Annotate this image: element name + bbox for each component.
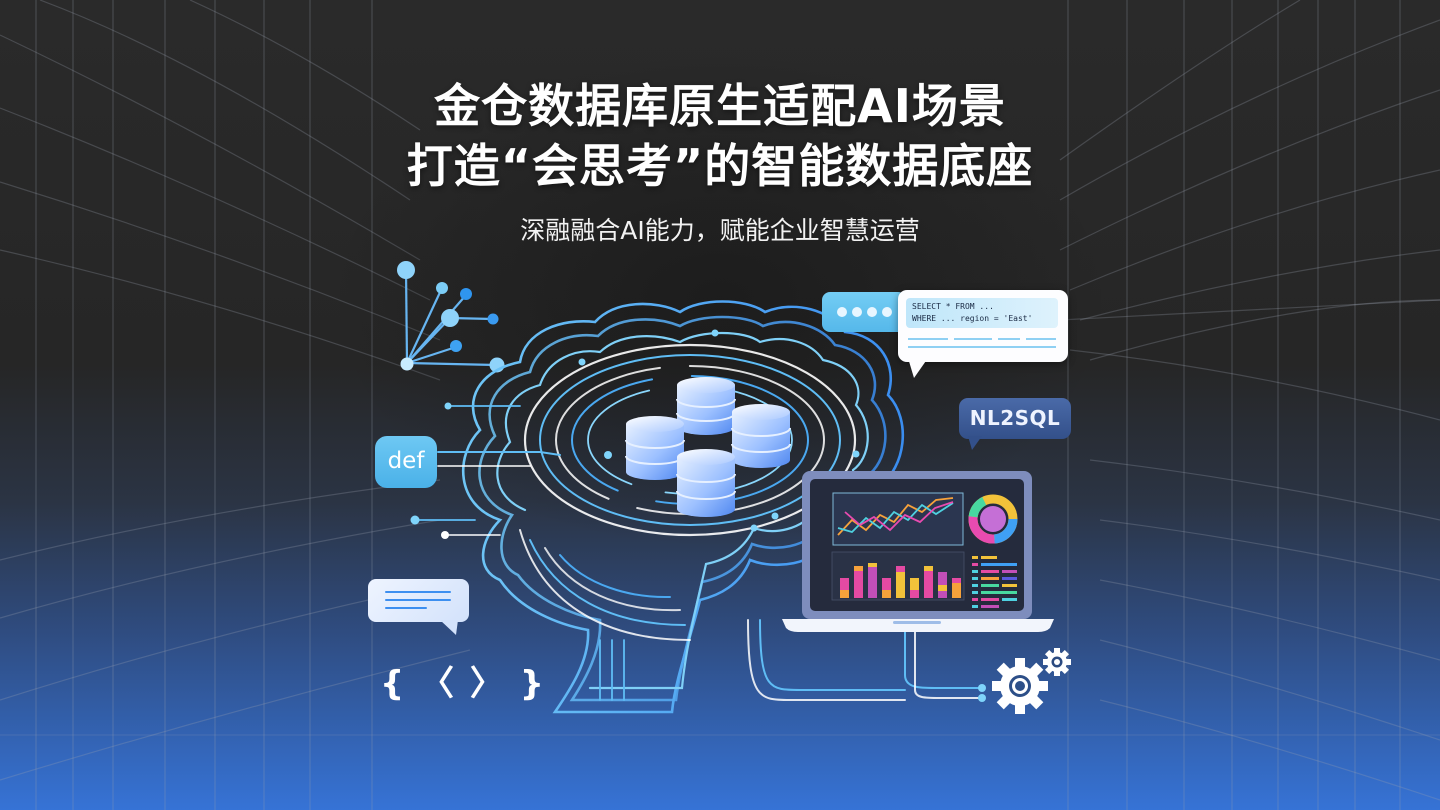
text-line [908, 338, 948, 340]
nl2sql-badge-tail [968, 436, 982, 450]
text-line [385, 599, 451, 601]
nl2sql-badge: NL2SQL [959, 398, 1071, 439]
chat-bubble-icon [368, 579, 469, 622]
headline-line-2: 打造“会思考”的智能数据底座 [406, 139, 1034, 193]
text-line [908, 346, 1056, 348]
code-braces-icon: { 〈 〉 } [380, 664, 546, 704]
headline-line-1: 金仓数据库原生适配AI场景 [434, 79, 1006, 133]
typing-dot [881, 307, 892, 317]
bar-chart [831, 551, 965, 601]
sql-line-2: WHERE ... region = 'East' [912, 314, 1033, 323]
brain-circuit-lines [414, 343, 983, 701]
brain-outline [461, 300, 905, 714]
def-code-badge: def [375, 436, 437, 488]
typing-dot [836, 307, 847, 317]
text-line [998, 338, 1020, 340]
text-line [1026, 338, 1056, 340]
network-graph-icon [397, 261, 505, 373]
chat-bubble-tail [440, 620, 458, 635]
text-line [385, 591, 451, 593]
text-line [385, 607, 427, 609]
circuit-nodes [410, 329, 986, 702]
gear-icon [992, 648, 1071, 714]
laptop-dashboard-icon [782, 471, 1054, 632]
text-line [954, 338, 992, 340]
sql-code-snippet: SELECT * FROM ... WHERE ... region = 'Ea… [906, 298, 1058, 328]
sql-query-bubble: SELECT * FROM ... WHERE ... region = 'Ea… [898, 290, 1068, 362]
typing-dot [866, 307, 877, 317]
sql-bubble-tail [908, 358, 928, 378]
typing-dot [851, 307, 862, 317]
database-icon [625, 377, 791, 517]
subheadline: 深融融合AI能力，赋能企业智慧运营 [520, 216, 920, 245]
dashboard-legend [972, 556, 1017, 608]
sql-line-1: SELECT * FROM ... [912, 302, 994, 311]
typing-indicator-bubble [822, 292, 906, 332]
